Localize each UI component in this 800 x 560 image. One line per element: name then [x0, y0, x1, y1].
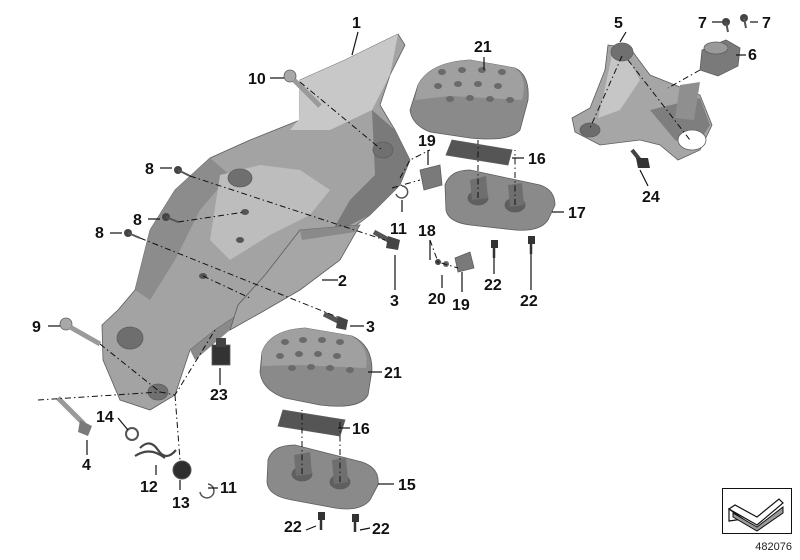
clip-part-lower: [454, 251, 475, 273]
callout-22c: 22: [284, 519, 302, 536]
bushing-part: [172, 460, 192, 480]
callout-24: 24: [642, 189, 660, 206]
callout-18: 18: [418, 223, 436, 240]
callout-10: 10: [248, 71, 266, 88]
callout-22d: 22: [372, 521, 390, 538]
rubber-cap-part: [699, 39, 741, 77]
callout-21a: 21: [474, 39, 492, 56]
circlip-upper-part: [395, 185, 409, 199]
leader-lines: [48, 21, 758, 531]
callout-11b: 11: [390, 221, 407, 238]
heel-guard-plate-part: [229, 224, 361, 331]
callout-4: 4: [82, 457, 91, 474]
reference-number: 482076: [755, 541, 792, 553]
bolt-3-upper-part: [372, 229, 400, 250]
callout-22b: 22: [520, 293, 538, 310]
clip-part-upper: [419, 164, 443, 191]
pillion-bracket-part: [571, 42, 713, 161]
callout-labels: 1 10 8 8 8 2 3 3 9 14 4 12 13 11 23 21 1…: [32, 15, 771, 538]
bolt-10-part: [283, 69, 322, 108]
damper-pad-lower-part: [277, 409, 346, 437]
screw-22-parts: [318, 236, 535, 532]
callout-7b: 7: [762, 15, 771, 32]
callout-13: 13: [172, 495, 190, 512]
assembly-lines: [37, 55, 701, 482]
screw-7-parts: [722, 14, 748, 33]
callout-14: 14: [96, 409, 114, 426]
callout-3b: 3: [366, 319, 375, 336]
callout-6: 6: [748, 47, 757, 64]
circlip-lower-part: [199, 483, 215, 499]
rubber-buffer-part: [211, 338, 231, 366]
footrest-bracket-part: [101, 33, 411, 411]
damper-pad-upper-part: [445, 139, 513, 166]
bolt-3-lower-part: [322, 311, 348, 330]
footrest-base-lower-part: [266, 444, 379, 510]
callout-16b: 16: [352, 421, 370, 438]
callout-5: 5: [614, 15, 623, 32]
callout-20: 20: [428, 291, 446, 308]
screw-8-parts: [124, 166, 191, 239]
callout-9: 9: [32, 319, 41, 336]
callout-2: 2: [338, 273, 347, 290]
callout-12: 12: [140, 479, 158, 496]
callout-19b: 19: [452, 297, 470, 314]
callout-22a: 22: [484, 277, 502, 294]
callout-15: 15: [398, 477, 416, 494]
callout-3a: 3: [390, 293, 399, 310]
callout-7a: 7: [698, 15, 707, 32]
bolt-9-part: [59, 317, 102, 347]
callout-16a: 16: [528, 151, 546, 168]
washer-14-part: [125, 427, 139, 441]
callout-19a: 19: [418, 133, 436, 150]
bolt-4-part: [56, 396, 92, 436]
callout-1: 1: [352, 15, 361, 32]
callout-8a: 8: [145, 161, 154, 178]
footrest-pad-upper-part: [409, 59, 529, 140]
reference-arrow-icon: [722, 488, 792, 534]
footrest-base-upper-part: [444, 169, 556, 231]
footrest-pad-lower-part: [259, 327, 373, 407]
callout-11a: 11: [220, 480, 237, 497]
callout-17: 17: [568, 205, 586, 222]
bolt-24-part: [630, 148, 650, 168]
callout-21b: 21: [384, 365, 402, 382]
spring-part: [134, 442, 177, 459]
callout-8b: 8: [133, 212, 142, 229]
callout-8c: 8: [95, 225, 104, 242]
callout-23: 23: [210, 387, 228, 404]
